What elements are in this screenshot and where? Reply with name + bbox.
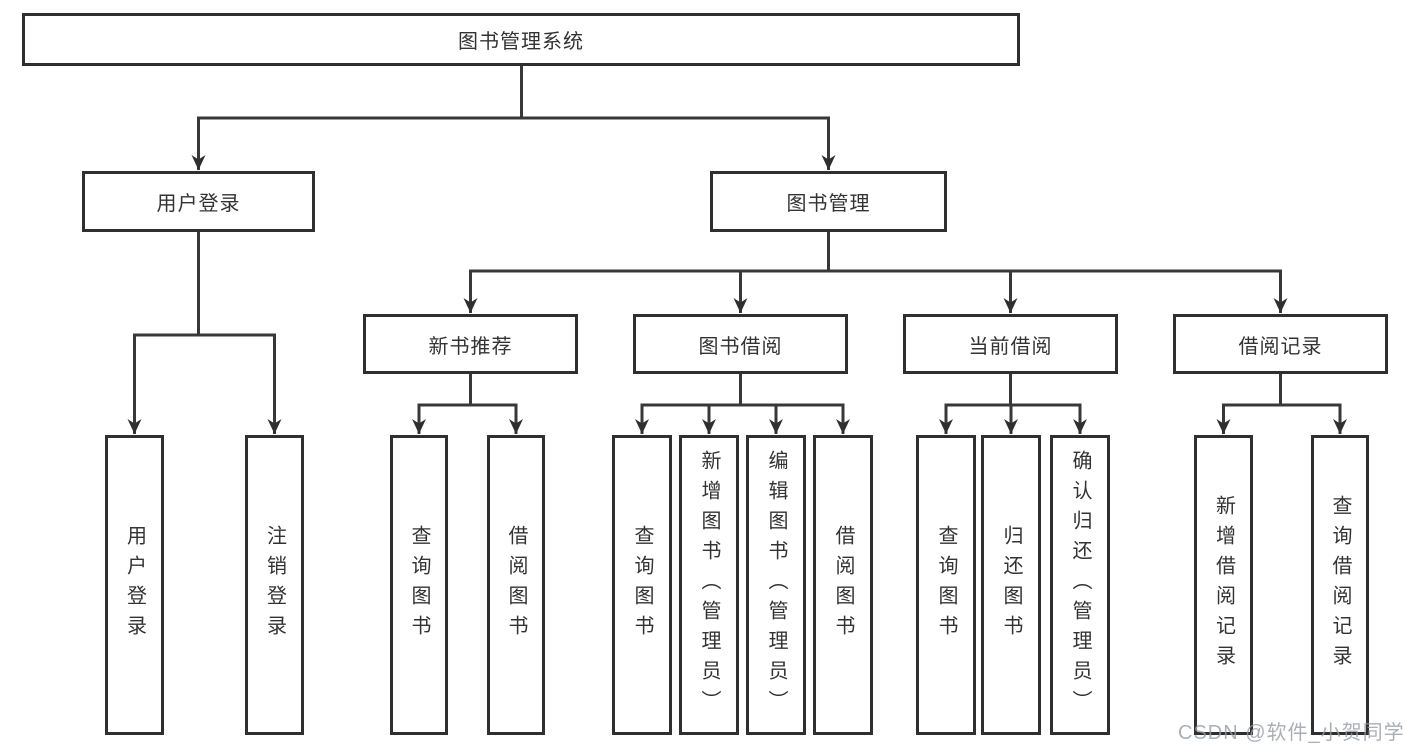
node-leaf-query-books-current: 查询图书	[916, 435, 976, 735]
node-label: 查询图书	[935, 525, 957, 645]
node-label: 借阅图书	[505, 525, 527, 645]
node-borrowing-records: 借阅记录	[1173, 314, 1388, 374]
node-leaf-confirm-return-admin: 确认归还（管理员）	[1050, 435, 1110, 735]
node-label: 查询图书	[408, 525, 430, 645]
node-label: 新增图书（管理员）	[698, 450, 720, 720]
node-label: 新增借阅记录	[1212, 495, 1235, 675]
node-library-management-system: 图书管理系统	[22, 13, 1020, 66]
node-leaf-logout: 注销登录	[245, 435, 304, 735]
node-label: 当前借阅	[968, 335, 1053, 358]
node-leaf-query-borrow-record: 查询借阅记录	[1311, 435, 1369, 735]
node-leaf-query-books-recommendation: 查询图书	[390, 435, 448, 735]
node-book-management: 图书管理	[710, 171, 947, 232]
node-book-borrowing: 图书借阅	[633, 314, 848, 374]
node-leaf-return-books: 归还图书	[981, 435, 1041, 735]
node-user-login: 用户登录	[82, 171, 315, 232]
node-label: 归还图书	[1000, 525, 1022, 645]
node-leaf-edit-books-admin: 编辑图书（管理员）	[746, 435, 806, 735]
node-label: 用户登录	[156, 193, 241, 215]
node-label: 确认归还（管理员）	[1069, 450, 1091, 720]
node-leaf-query-books-borrowing: 查询图书	[612, 435, 672, 735]
node-leaf-borrow-books-recommendation: 借阅图书	[487, 435, 545, 735]
node-label: 借阅图书	[832, 525, 854, 645]
node-label: 借阅记录	[1238, 335, 1323, 358]
node-leaf-borrow-books-borrowing: 借阅图书	[813, 435, 873, 735]
node-label: 查询借阅记录	[1329, 495, 1351, 675]
node-leaf-add-borrow-record: 新增借阅记录	[1194, 435, 1253, 735]
csdn-watermark: CSDN @软件_小贺同学	[1178, 722, 1405, 744]
node-label: 图书借阅	[698, 335, 783, 358]
node-label: 图书管理	[786, 193, 871, 215]
node-label: 新书推荐	[428, 335, 513, 358]
node-label: 注销登录	[263, 525, 286, 645]
node-label: 图书管理系统	[458, 31, 584, 53]
node-label: 查询图书	[631, 525, 653, 645]
node-label: 编辑图书（管理员）	[765, 450, 787, 720]
node-leaf-user-login: 用户登录	[105, 435, 164, 735]
node-label: 用户登录	[123, 525, 146, 645]
node-new-book-recommendation: 新书推荐	[363, 314, 578, 374]
node-leaf-add-books-admin: 新增图书（管理员）	[679, 435, 739, 735]
node-current-borrowing: 当前借阅	[903, 314, 1118, 374]
